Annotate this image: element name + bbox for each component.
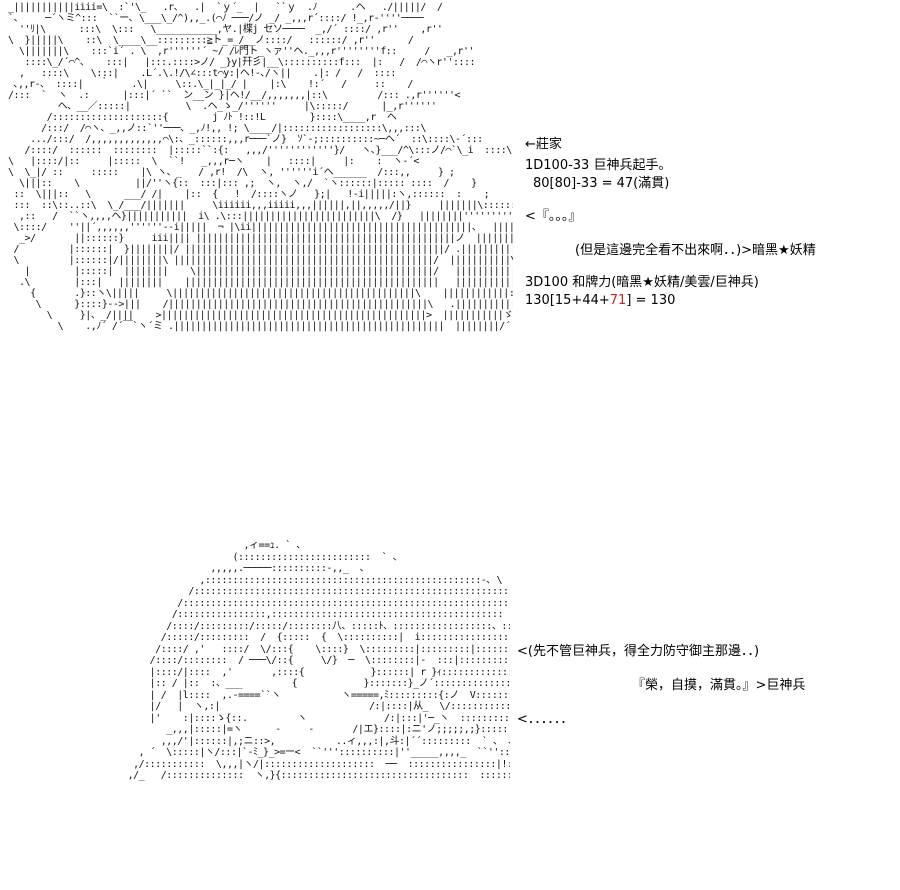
silence-line: <．．．．．． bbox=[517, 712, 574, 727]
ascii-art-bottom-line: /::::/ ,' ::::/ \/:::{ \::::} \:::::::::… bbox=[155, 643, 510, 655]
ascii-art-top-line: ,:: / ``ヽ,,,,ヘ}||||||||||| i\ .\:::|||||… bbox=[8, 211, 513, 222]
ascii-art-top-line: \ .,ﾉ´ /´￣`ヽ´ミ .||||||||||||||||||||||||… bbox=[8, 321, 513, 332]
result-prefix: 130[15+44+ bbox=[525, 293, 610, 308]
ascii-art-bottom-line: ,/_ /:::::::::::::: ヽ,}{::::::::::::::::… bbox=[127, 770, 510, 781]
ascii-art-bottom-line: |::::/|:::: ,' ,::::{ }::::::| r }ｨ:::::… bbox=[100, 666, 510, 678]
ascii-art-bottom-line: |:: / |:: :、___ { }:::::::}_ノ´::::::::::… bbox=[100, 678, 510, 689]
ascii-art-top-line: /::::/ :::::: :::::::: |:::::``:{: ,,,/'… bbox=[24, 145, 513, 156]
ascii-art-bottom-line: ,/::::::::::: \,,,|ヽ/|::::::::::::::::::… bbox=[133, 758, 510, 770]
result-suffix: ] = 130 bbox=[626, 293, 676, 308]
ascii-art-top-line: \ }::::}-->||| /||||||||||||||||||||||||… bbox=[8, 299, 513, 310]
ascii-art-giant-warrior: _|||||||||||iiii=\ :`'\_ .r、 .| `ｙ´_ | `… bbox=[8, 2, 513, 512]
ascii-art-top-line: ::::\_/´⌒^、 :::| |:::.::::>ノ/ _}y|幵彡|__\… bbox=[8, 57, 476, 68]
ascii-art-top-line: \ }|||||\ ::\ \____\__:::::::::≧ト_=_/__ノ… bbox=[8, 35, 414, 46]
ascii-art-top-line: \|||||||\ :::`i´ . \ ,r''''''´ ~/ /ﾚ門ト_ヽ… bbox=[8, 46, 475, 57]
ascii-art-bottom-line: /::::/:::::::::/:::::/::::::::八、:::::ﾄ、:… bbox=[166, 620, 510, 632]
ascii-art-bottom-line: |/ | ヽ,:| /:|::::|从_ \/::::::::::::::', bbox=[100, 701, 510, 712]
ascii-art-bottom-line: /:::::/::::::::: / {::::: { \::::::::::|… bbox=[100, 632, 510, 643]
ascii-art-top-line: / |::::::| }||||||||/ ||||||||||||||||||… bbox=[13, 244, 513, 255]
ascii-art-bottom-line: /:::::::::::::::::::::::::::::::::::::::… bbox=[177, 597, 510, 609]
ascii-art-bottom-line: _,,,|:::::|=ヽ - - /|エ}::::|:ニ'ノ;;;;;,;}:… bbox=[166, 724, 510, 735]
ascii-art-top-line: \ }|、_/|||| >|||||||||||||||||||||||||||… bbox=[8, 310, 513, 321]
ascii-art-bottom-line: , ´ \:::::|ヽ/:::|`-ﾐ_}_>=ー< ``''':::::::… bbox=[138, 747, 510, 758]
ascii-art-top-line: /::: ` ヽ .: |:::|´ `` ン__ン }|ヘ!/__/,,,,,… bbox=[8, 90, 461, 101]
ascii-art-top-line: \ |::::::|/||||||||\ |||||||||||||||||||… bbox=[13, 255, 513, 266]
ascii-art-top-line: :: \|||:: \ ___/ /| |:: { ! /::::ヽノ };| … bbox=[8, 189, 490, 200]
win-power-roll-line: 3D100 和牌力(暗黑★妖精/美雲/巨神兵) bbox=[525, 275, 759, 290]
ascii-art-top-line: { .}::ヽ\||||| \|||||||||||||||||||||||||… bbox=[8, 288, 513, 299]
inner-thought-line: <(先不管巨神兵，得全力防守御主那邊．．) bbox=[517, 644, 760, 659]
ascii-art-bottom-line: | / |l:::: ,.-====``ヽ ヽ=====,ﾐ:::::::::{… bbox=[149, 689, 510, 701]
ascii-art-bottom-line: ,:::::::::::::::::::::::::::::::::::::::… bbox=[100, 574, 502, 586]
ascii-art-top-line: /:::/ /⌒ヽ、_,,ノ::`''───、_,ﾉ!,, !; \____/|… bbox=[8, 123, 426, 134]
dark-fairy-speech: (但是這邊完全看不出來啊．．)>暗黑★妖精 bbox=[575, 243, 816, 258]
ascii-art-top-line: | |:::::| |||||||| \||||||||||||||||||||… bbox=[24, 266, 513, 277]
giant-speech: <『。。。』 bbox=[525, 209, 582, 224]
ascii-art-top-line: _>/ ||::::::} iii|||| ||||||||||||||||||… bbox=[19, 233, 513, 244]
ascii-art-top-line: \ \_|/ :: ::::: |\ ヽ、_ / ,r! /\ ヽ, '''''… bbox=[8, 167, 455, 178]
ascii-art-bottom-line: /:::::::::::::::::::::::::::::::::::::::… bbox=[188, 586, 510, 597]
ascii-art-top-line: `、 ─´ヽミ^::: ``ー､ \___\_/^),,_.(⌒ﾉ ───/ノ … bbox=[8, 13, 424, 24]
ascii-art-top-line: , ::::\ \:::| .L´.\.!/\∠:::t⌒y:|ヘ!-､/ヽ||… bbox=[8, 68, 396, 79]
ascii-art-top-line: ､,,r-､ ::::| ｀ .\| \::.\_|_|_/ | |:\ !:´… bbox=[8, 79, 414, 90]
ascii-art-bottom-line: /::::::::::::::::,::::::::::::::::::::::… bbox=[171, 609, 510, 620]
ascii-art-girl-portrait: ,ィ==ｭ. ` 、 (:::::::::::::::::::::::: ` 、… bbox=[100, 540, 510, 885]
ascii-art-top-line: ''ﾘ|\ :::\ \::: \___________,ヤ.|楪j セソ───… bbox=[8, 24, 443, 35]
ascii-art-top-line: .\ |:::| |||||||| ||||||||||||||||||||||… bbox=[19, 277, 513, 288]
result-highlight: 71 bbox=[609, 293, 627, 308]
ascii-art-bottom-line: ,ィ==ｭ. ` 、 bbox=[100, 540, 307, 551]
dice-roll-line: 1D100-33 巨神兵起手。 bbox=[525, 158, 672, 173]
ascii-art-top-line: /::::::::::::::::::::{ j ﾉﾄ !::!L }::::\… bbox=[8, 112, 397, 123]
dice-result-line: 80[80]-33 = 47(滿貫) bbox=[533, 176, 670, 191]
ascii-art-top-line: \::::/ ''||´,,,,,,''''''--i||||| ¬ |\ii|… bbox=[13, 222, 513, 233]
ascii-art-bottom-line: ,,,/'|::::::|,;ニ::>, ..ィ,,,:|,斗:|´´:::::… bbox=[100, 735, 510, 747]
ascii-art-top-line: _|||||||||||iiii=\ :`'\_ .r、 .| `ｙ´_ | `… bbox=[8, 2, 443, 13]
ascii-art-top-line: \ |::::/|:: |::::: \ ``! _,,,r─ヽ | ::::|… bbox=[8, 156, 419, 167]
ascii-art-top-line: ::: ::\::..::\ \_/___/||||||| \iiiiii,,,… bbox=[13, 200, 513, 211]
ascii-art-top-line: \|||:: \ ||/''ヽ{:: :::|::: ,; ヽ, ヽ,/ `ヽ:… bbox=[8, 178, 477, 189]
ascii-art-bottom-line: (:::::::::::::::::::::::: ` 、 bbox=[100, 551, 403, 563]
ascii-art-bottom-line: ,,,,,.─────::::::::::-,,_ 、 bbox=[100, 563, 369, 574]
ascii-art-top-line: .../:::/ /,,,,,,,,,,,,,⌒\:、_::::::,,,r──… bbox=[8, 134, 483, 145]
ascii-art-bottom-line: |' :|::::ゝ{::. ヽ /:|:::|'─_ヽ :::::::::::… bbox=[149, 712, 510, 724]
dealer-label: ←莊家 bbox=[525, 137, 562, 152]
ascii-art-top-line: ヘ、__／:::::| \ .ヘ_ゝ_/'''''' |\:::::/ |_,r… bbox=[8, 101, 437, 112]
ascii-art-bottom-line: /::::/:::::::: / ───\/::{ \/} ─ \:::::::… bbox=[100, 655, 510, 666]
giant-declaration: 『榮，自摸，滿貫。』>巨神兵 bbox=[632, 678, 806, 693]
win-power-result-line: 130[15+44+71] = 130 bbox=[525, 292, 675, 310]
